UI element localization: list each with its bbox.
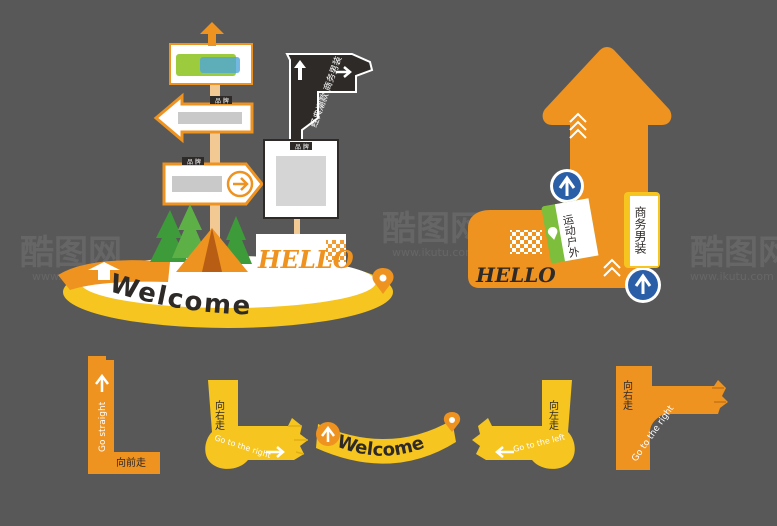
brand-label-tag: [210, 96, 232, 104]
menswear-label-text: 商务男装: [633, 205, 647, 255]
menswear-label: 商务男装: [624, 192, 660, 268]
arrow-left-icon: [495, 446, 514, 458]
notice-board: 品 牌: [263, 139, 339, 219]
blurred-text-placeholder: [276, 156, 326, 206]
go-left-cn: 向左走: [547, 399, 559, 431]
map-pin-icon: [547, 227, 558, 240]
arrow-right-icon: [336, 66, 352, 78]
left-arrow-sign: 品 牌: [153, 92, 254, 144]
map-pin-icon: [372, 268, 394, 294]
hello-text: HELLO: [257, 245, 354, 274]
hello-block: HELLO: [256, 234, 354, 274]
arrow-up-icon: [200, 22, 224, 46]
right-arrow-sign: 品 牌: [162, 157, 264, 206]
go-straight-en: Go straight: [98, 401, 108, 452]
map-pin-icon: [443, 412, 461, 432]
arrow-up-icon: [95, 373, 109, 392]
watermark-brand: 酷图网: [382, 209, 484, 249]
watermark-url: www.ikutu.com: [690, 270, 774, 283]
floor-sign-welcome: Welcome: [316, 412, 461, 464]
floor-sign-go-straight: Go straight 向前走: [88, 356, 160, 474]
floor-sign-go-right-1: 向右走 Go to the right: [205, 380, 308, 469]
floor-sign-go-left: 向左走 Go to the left: [472, 380, 575, 469]
brand-label: 品 牌: [215, 97, 229, 105]
chevron-stack: [603, 258, 621, 277]
floor-ring-orange-band: [58, 260, 170, 290]
watermark: 酷图网 www.ikutu.com 酷图网 www.ikutu.com 酷图网 …: [20, 209, 777, 283]
checker-pattern: [510, 230, 542, 254]
arrow-up-icon: [88, 262, 120, 280]
top-sign: [169, 22, 253, 85]
arrow-up-icon: [294, 60, 306, 80]
blurred-text-placeholder: [178, 112, 242, 124]
floor-sign-go-right-2: 向右走 Go to the right: [616, 366, 728, 470]
brand-label: 品 牌: [187, 158, 201, 166]
arrow-right-icon: [226, 170, 254, 198]
pillar-arrow-shape: [468, 47, 672, 288]
blurred-text-placeholder: [172, 176, 222, 192]
pointing-hand-icon: [712, 387, 726, 403]
logo-placeholder: [200, 57, 240, 73]
pointing-hand-icon: [288, 425, 308, 455]
go-right-cn: 向右走: [621, 379, 633, 411]
go-straight-cn: 向前走: [116, 456, 146, 469]
brand-label-tag: [182, 157, 204, 165]
directional-display-group: Welcome 品 牌 品 牌: [58, 22, 394, 328]
arrow-up-icon: [625, 267, 661, 303]
hello-text: HELLO: [475, 263, 556, 287]
brand-label: 品 牌: [295, 143, 309, 151]
go-right-cn: 向右走: [213, 399, 225, 431]
watermark-brand: 酷图网: [690, 233, 777, 273]
arrow-up-icon: [550, 169, 584, 203]
arrow-right-icon: [266, 446, 285, 458]
outdoor-label: 运动户外: [541, 198, 599, 264]
chevron-stack: [569, 112, 587, 139]
tent-icon: [176, 228, 248, 272]
brand-label-tag: [290, 142, 312, 150]
arrow-pillar: 运动户外 商务男装 HELLO: [468, 47, 672, 303]
watermark-url: www.ikutu.com: [392, 246, 476, 259]
